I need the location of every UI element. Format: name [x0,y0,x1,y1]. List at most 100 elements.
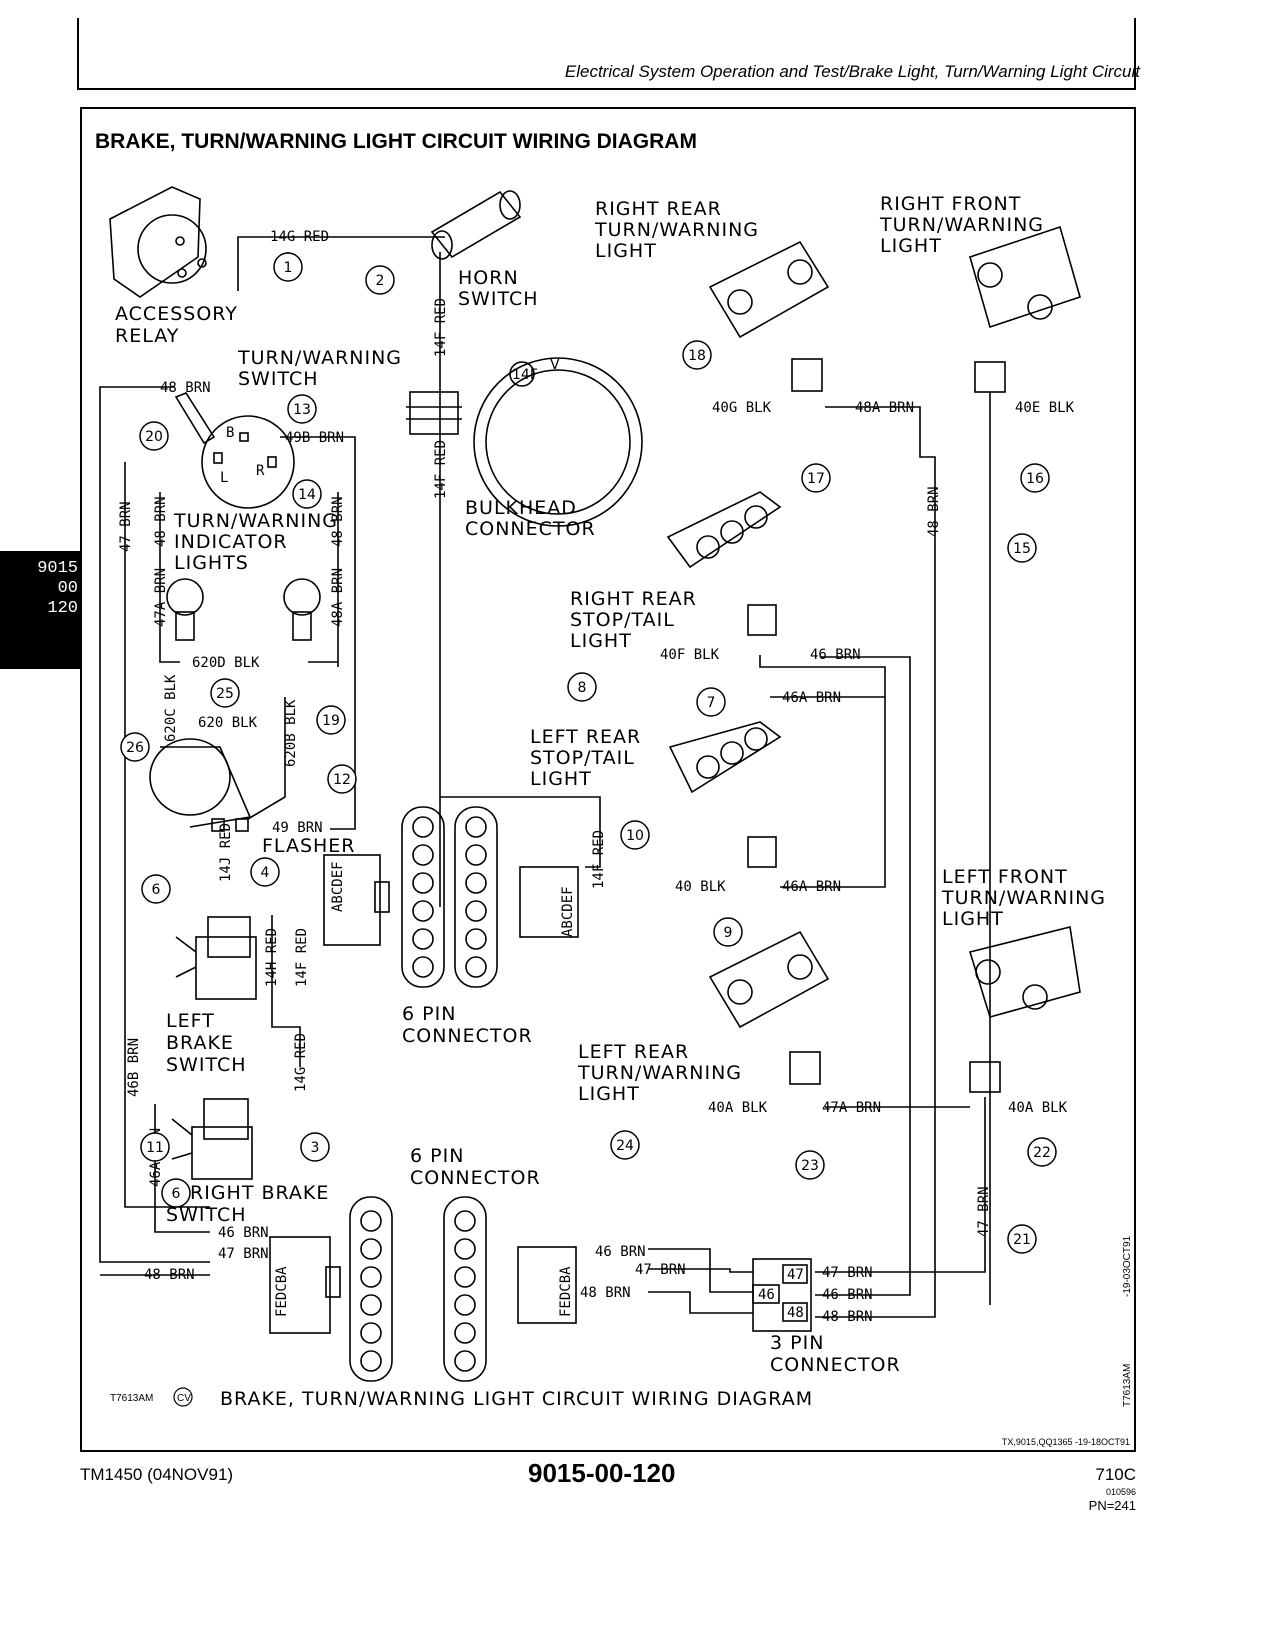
wire-48-brn-vertical: 48 BRN [926,486,942,537]
wire-47-brn-left: 47 BRN [118,501,134,552]
pin-48: 48 [787,1305,804,1321]
wire-46b-brn: 46B BRN [126,1038,142,1097]
right-front-turn-light-icon [969,225,1081,393]
left-rear-stop-label-3: LIGHT [530,768,592,790]
indicator-lights-icon [166,578,321,641]
callout-circle [696,687,726,717]
side-tab-line-1: 9015 [37,559,78,578]
wire-48a-brn: 48A BRN [330,568,346,627]
caption-vertical-date: -19-03OCT91 [1122,1235,1133,1297]
left-brake-switch-icon [175,916,257,1000]
right-rear-stop-label-3: LIGHT [570,630,632,652]
pins-fedcba-left: FEDCBA [274,1266,290,1317]
wire-47-brn-lower: 47 BRN [218,1246,269,1262]
horn-switch-icon [430,190,522,260]
wire-40f-blk: 40F BLK [660,647,720,663]
horn-switch-label-2: SWITCH [458,288,539,310]
left-brake-label-2: BRAKE [166,1032,234,1054]
callout-circle [139,421,169,451]
callout-number: 2 [376,273,385,289]
pins-fedcba-right: FEDCBA [558,1266,574,1317]
horn-14f: 14F [512,367,538,383]
side-tab-line-2: 00 [57,579,78,598]
pins-abcdef-upper: ABCDEF [330,861,346,912]
small-code: 010596 [1105,1487,1136,1497]
bulkhead-label-1: BULKHEAD [465,497,577,519]
wire-49-brn: 49 BRN [272,820,323,836]
callout-circle [210,678,240,708]
horn-v: V [550,357,560,373]
callout-number: 10 [626,828,644,844]
wire-620d-blk: 620D BLK [192,655,260,671]
right-rear-stop-label-2: STOP/TAIL [570,609,675,631]
callout-circle [120,732,150,762]
wire-14f-red-lower: 14F RED [433,440,449,499]
wire-47a-brn: 47A BRN [153,568,169,627]
callout-circle [327,764,357,794]
running-head: Electrical System Operation and Test/Bra… [564,62,1140,81]
turn-switch-label-1: TURN/WARNING [237,347,402,369]
callout-number: 21 [1013,1232,1031,1248]
callout-circle [682,340,712,370]
wire-48-brn-plug: 48 BRN [580,1285,631,1301]
callout-circle [801,463,831,493]
wire-40a-blk-right: 40A BLK [1008,1100,1068,1116]
left-front-turn-label-3: LIGHT [942,908,1004,930]
wire-48-brn-right: 48 BRN [822,1309,873,1325]
three-pin-label-2: CONNECTOR [770,1354,901,1376]
wire-14h-red: 14H RED [264,928,280,987]
callout-number: 1 [284,260,293,276]
callout-circle [1007,533,1037,563]
left-rear-stop-label-2: STOP/TAIL [530,747,635,769]
right-front-turn-label-3: LIGHT [880,235,942,257]
wire-40e-blk: 40E BLK [1015,400,1075,416]
callout-number: 16 [1026,471,1044,487]
indicator-label-3: LIGHTS [174,552,249,574]
right-rear-turn-label-1: RIGHT REAR [595,198,722,220]
accessory-relay-label-2: RELAY [115,325,179,347]
wire-46-brn-left: 46 BRN [218,1225,269,1241]
bulkhead-label-2: CONNECTOR [465,518,596,540]
callout-circle [300,1132,330,1162]
callout-number: 14 [298,487,316,503]
turn-switch-label-2: SWITCH [238,368,319,390]
wire-620-blk: 620 BLK [198,715,258,731]
left-brake-label-3: SWITCH [166,1054,247,1076]
wire-46-brn-right: 46 BRN [822,1287,873,1303]
left-front-turn-light-icon [968,926,1081,1093]
wire-47-brn-plug: 47 BRN [635,1262,686,1278]
side-tab-line-3: 120 [47,599,78,618]
left-brake-label-1: LEFT [166,1010,215,1032]
callout-circle [1027,1137,1057,1167]
callout-circle [316,705,346,735]
left-rear-turn-label-2: TURN/WARNING [577,1062,742,1084]
callout-circle [1020,463,1050,493]
bulkhead-connector-icon [409,391,459,435]
pin-46: 46 [758,1287,775,1303]
callout-number: 18 [688,348,706,364]
flasher-label: FLASHER [262,835,356,857]
pins-abcdef-right: ABCDEF [560,886,576,937]
three-pin-connector-icon [752,1258,812,1332]
indicator-label-2: INDICATOR [174,531,288,553]
callout-number: 20 [145,429,163,445]
wire-46-brn-plug: 46 BRN [595,1244,646,1260]
page-number: 9015-00-120 [528,1458,676,1488]
accessory-relay-icon [109,186,207,298]
left-rear-turn-light-icon [708,930,830,1085]
callout-number: 6 [172,1186,181,1202]
pn: PN=241 [1088,1498,1136,1513]
six-pin-upper-label-1: 6 PIN [402,1003,456,1025]
wire-46-brn-stop: 46 BRN [810,647,861,663]
callout-circle [250,857,280,887]
callout-circle [713,917,743,947]
callout-number: 26 [126,740,144,756]
callout-number: 9 [724,925,733,941]
callout-circle [140,1132,170,1162]
wire-48a-brn-top: 48A BRN [855,400,914,416]
callout-circle [567,672,597,702]
wires [99,236,991,1318]
wire-47-brn-vertical: 47 BRN [976,1186,992,1237]
header-rule-left [77,18,79,90]
callout-number: 7 [707,695,716,711]
